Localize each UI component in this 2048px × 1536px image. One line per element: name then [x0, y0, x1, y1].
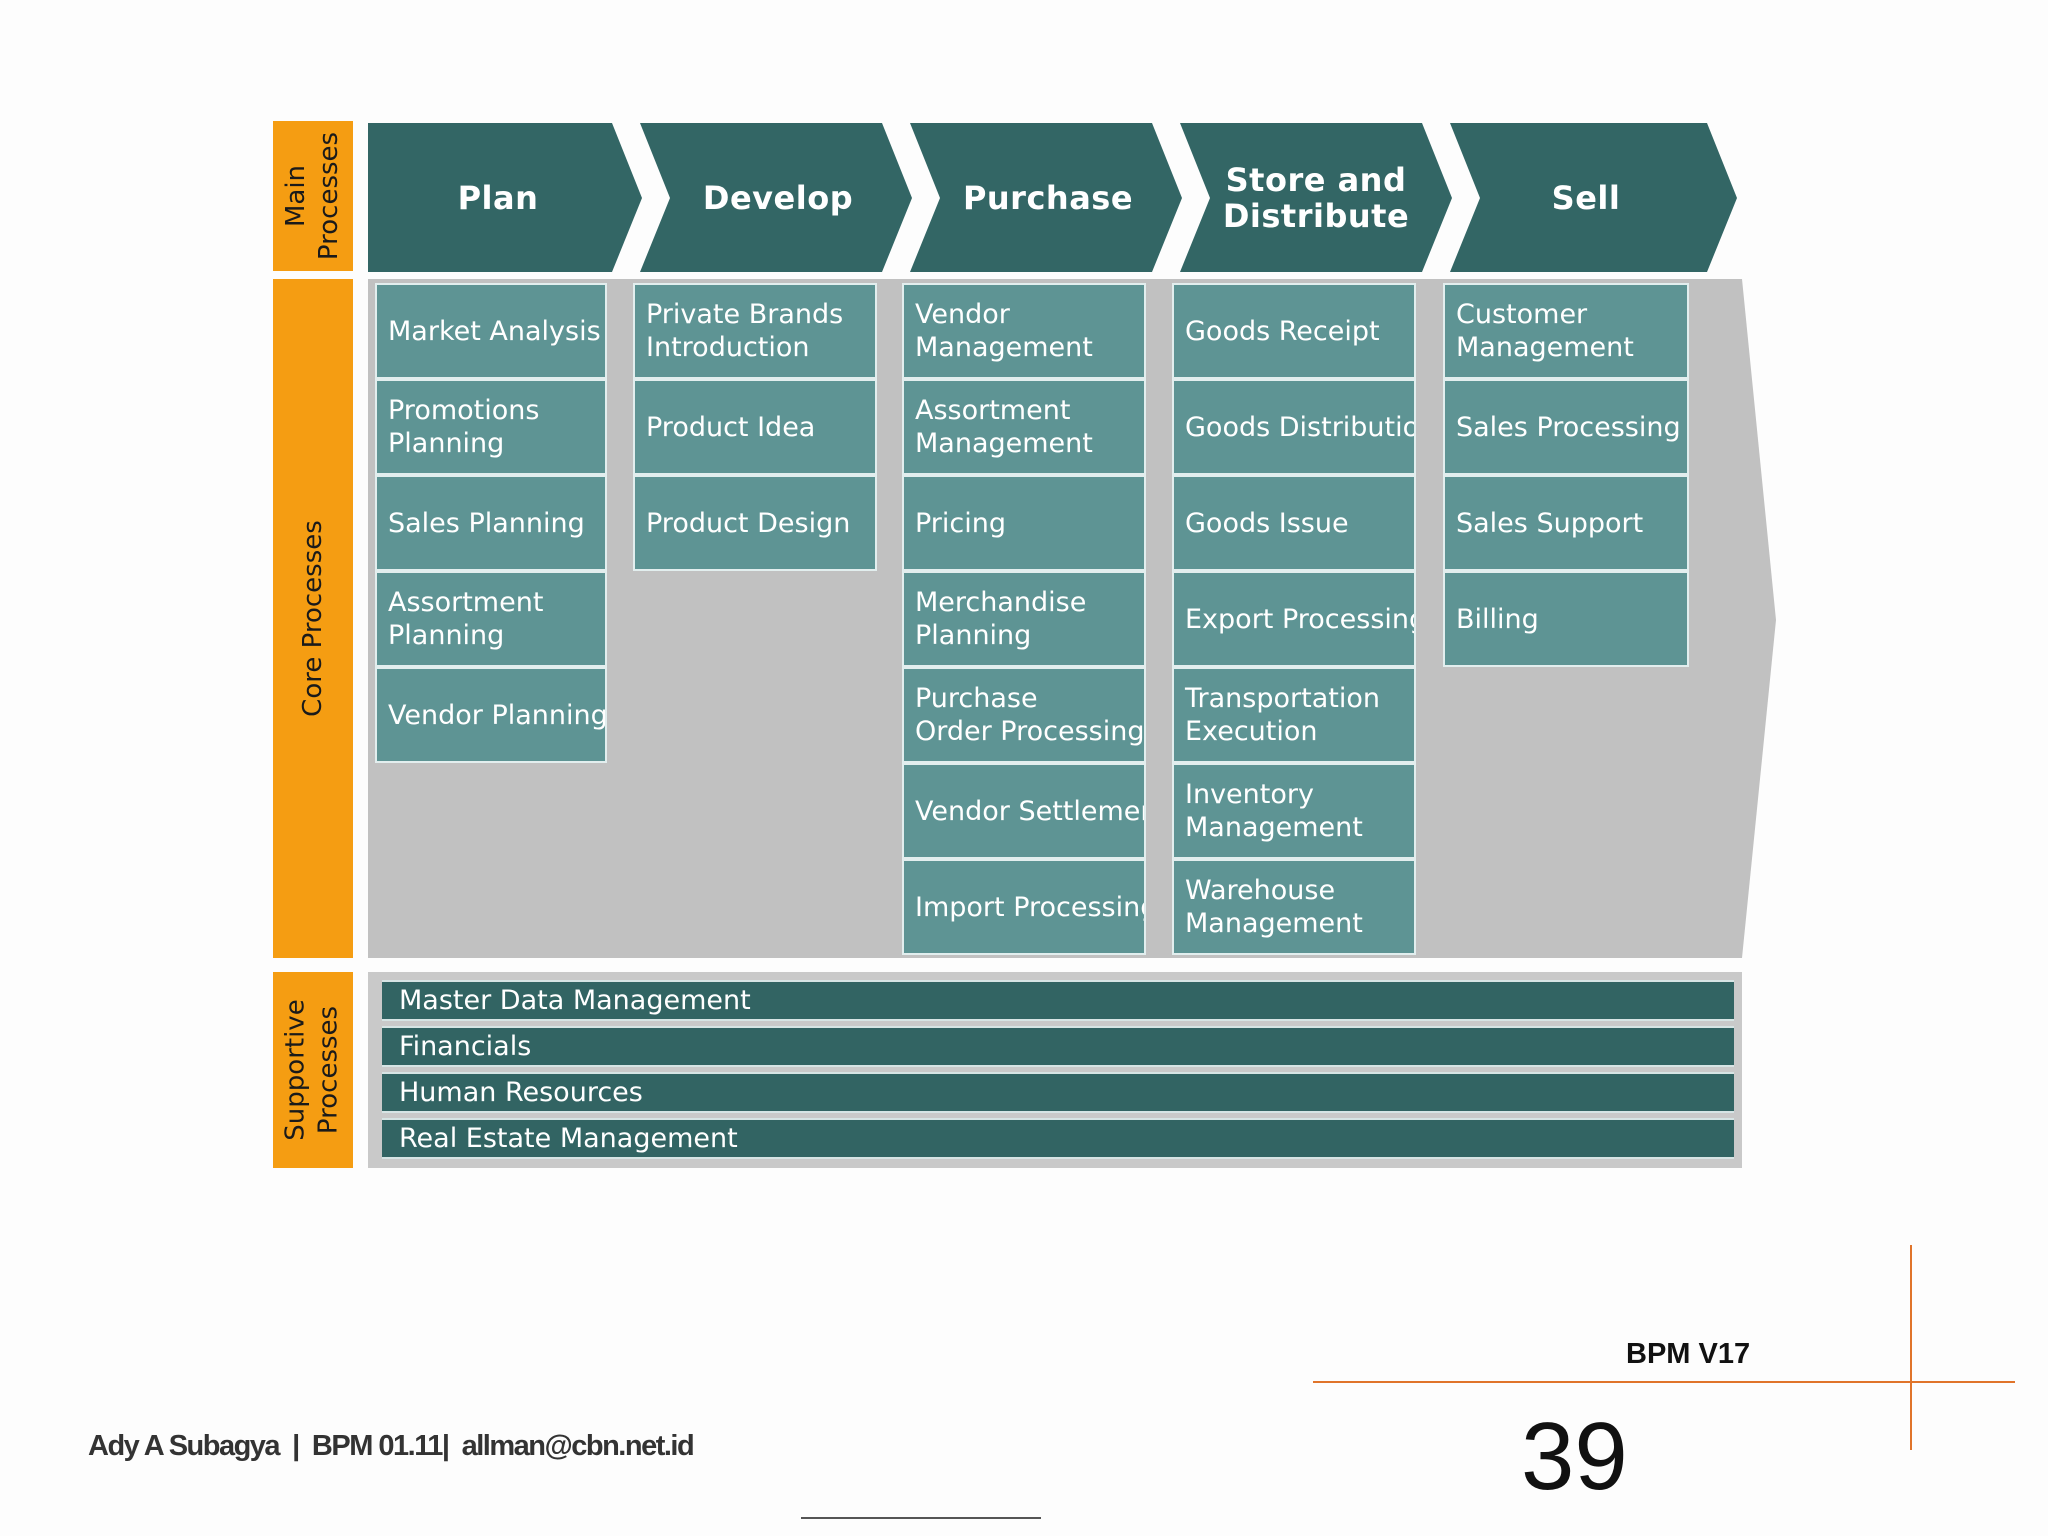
page-number: 39 [1521, 1403, 1628, 1510]
main-process-sell: Sell [1551, 179, 1621, 217]
core-process-box: Customer Management [1443, 283, 1689, 379]
main-process-store-and-distribute: Store and Distribute [1222, 161, 1410, 235]
core-process-box: Pricing [902, 475, 1146, 571]
core-process-box: Merchandise Planning [902, 571, 1146, 667]
core-process-box: Purchase Order Processing [902, 667, 1146, 763]
main-process-plan: Plan [457, 179, 539, 217]
supportive-process-bar: Master Data Management [382, 980, 1734, 1021]
core-process-box: Sales Processing [1443, 379, 1689, 475]
chevron-sell [1450, 123, 1737, 272]
core-process-box: Sales Support [1443, 475, 1689, 571]
core-processes-label: Core Processes [273, 279, 353, 958]
author-footer: Ady A Subagya | BPM 01.11| allman@cbn.ne… [88, 1430, 695, 1462]
core-process-box: Vendor Planning [375, 667, 607, 763]
core-process-box: Transportation Execution [1172, 667, 1416, 763]
chevron-plan [368, 123, 642, 272]
core-process-box: Private Brands Introduction [633, 283, 877, 379]
core-process-box: Billing [1443, 571, 1689, 667]
core-process-box: Market Analysis [375, 283, 607, 379]
supportive-process-bar: Human Resources [382, 1072, 1734, 1113]
main-process-purchase: Purchase [962, 179, 1134, 217]
core-process-box: Assortment Management [902, 379, 1146, 475]
supportive-process-bar: Real Estate Management [382, 1118, 1734, 1159]
chevron-store-distribute [1180, 123, 1452, 272]
main-processes-label: Main Processes [273, 121, 353, 271]
core-process-box: Goods Receipt [1172, 283, 1416, 379]
core-process-box: Goods Distribution [1172, 379, 1416, 475]
core-process-box: Assortment Planning [375, 571, 607, 667]
chevron-purchase [910, 123, 1182, 272]
core-process-box: Sales Planning [375, 475, 607, 571]
core-process-box: Vendor Management [902, 283, 1146, 379]
version-label: BPM V17 [1626, 1338, 1751, 1370]
core-process-box: Import Processing [902, 859, 1146, 955]
supportive-process-bar: Financials [382, 1026, 1734, 1067]
main-process-develop: Develop [702, 179, 854, 217]
supportive-processes-label: Supportive Processes [273, 972, 353, 1168]
core-process-box: Goods Issue [1172, 475, 1416, 571]
core-process-box: Promotions Planning [375, 379, 607, 475]
core-process-box: Vendor Settlement [902, 763, 1146, 859]
core-process-box: Product Idea [633, 379, 877, 475]
core-process-box: Product Design [633, 475, 877, 571]
core-process-box: Inventory Management [1172, 763, 1416, 859]
core-process-box: Warehouse Management [1172, 859, 1416, 955]
core-process-box: Export Processing [1172, 571, 1416, 667]
chevron-develop [640, 123, 912, 272]
